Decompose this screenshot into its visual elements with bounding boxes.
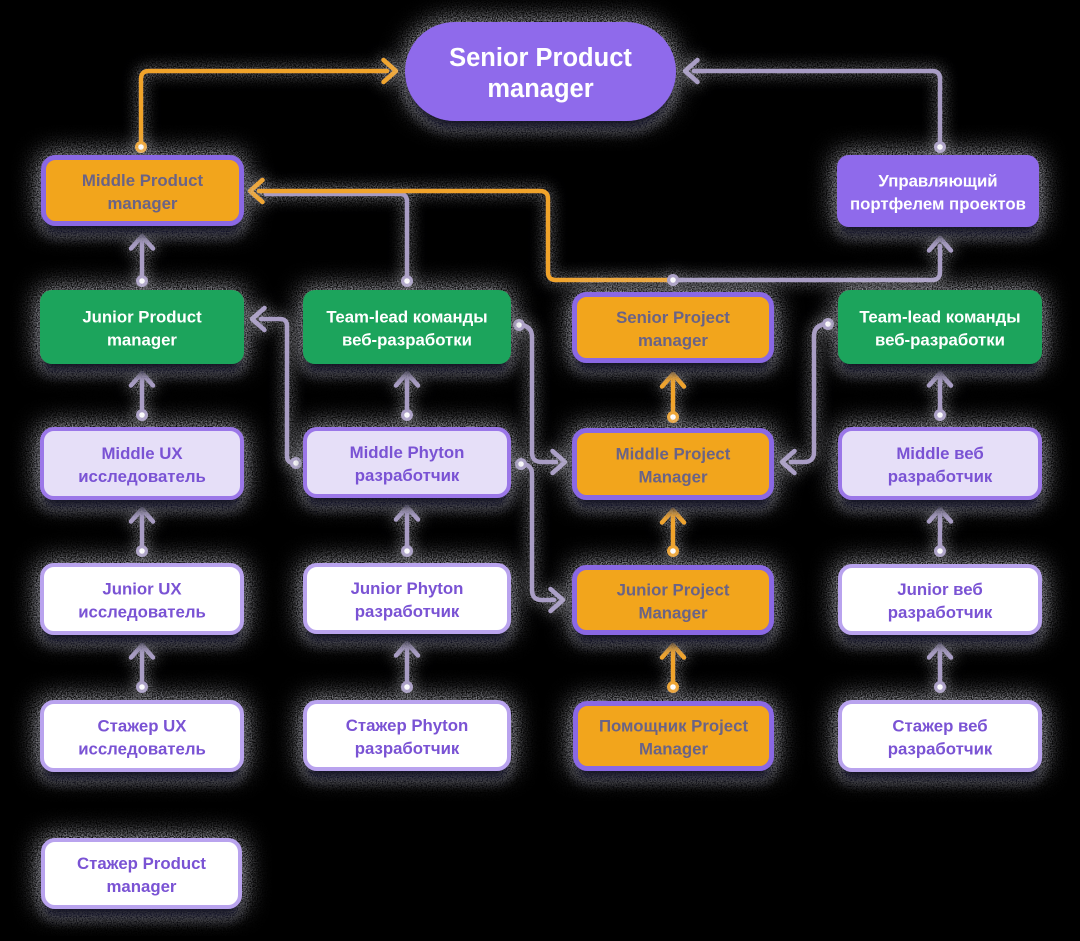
svg-text:Team-lead команды: Team-lead команды	[859, 308, 1020, 327]
svg-text:Стажер Phyton: Стажер Phyton	[346, 716, 468, 735]
svg-text:Управляющий: Управляющий	[878, 172, 997, 191]
svg-text:разработчик: разработчик	[888, 740, 993, 759]
svg-text:разработчик: разработчик	[888, 603, 993, 622]
svg-text:Junior Product: Junior Product	[82, 308, 202, 327]
svg-text:Стажер Product: Стажер Product	[77, 854, 206, 873]
svg-text:Middle Phyton: Middle Phyton	[350, 443, 465, 462]
svg-text:Junior UX: Junior UX	[102, 580, 182, 599]
svg-text:Team-lead команды: Team-lead команды	[326, 308, 487, 327]
svg-text:исследователь: исследователь	[78, 603, 206, 622]
svg-text:manager: manager	[108, 194, 178, 213]
svg-text:разработчик: разработчик	[355, 466, 460, 485]
svg-text:Junior Phyton: Junior Phyton	[351, 579, 464, 598]
svg-text:Middle Project: Middle Project	[616, 445, 731, 464]
svg-text:Middle UX: Middle UX	[101, 444, 183, 463]
svg-text:Помощник Project: Помощник Project	[599, 717, 749, 736]
svg-text:Manager: Manager	[638, 468, 707, 487]
svg-text:manager: manager	[107, 877, 177, 896]
svg-text:Manager: Manager	[638, 604, 707, 623]
svg-text:исследователь: исследователь	[78, 467, 206, 486]
svg-text:manager: manager	[638, 331, 708, 350]
svg-text:портфелем проектов: портфелем проектов	[850, 195, 1026, 214]
svg-text:Manager: Manager	[639, 740, 708, 759]
svg-text:Junior веб: Junior веб	[897, 580, 983, 599]
svg-text:Middle веб: Middle веб	[896, 444, 983, 463]
svg-text:Junior Project: Junior Project	[617, 581, 730, 600]
svg-text:Стажер UX: Стажер UX	[98, 717, 188, 736]
svg-text:Senior Product: Senior Product	[449, 44, 632, 72]
svg-text:веб-разработки: веб-разработки	[875, 331, 1005, 350]
svg-text:веб-разработки: веб-разработки	[342, 331, 472, 350]
svg-text:Стажер веб: Стажер веб	[892, 717, 987, 736]
svg-text:manager: manager	[107, 331, 177, 350]
svg-text:разработчик: разработчик	[355, 602, 460, 621]
svg-text:исследователь: исследователь	[78, 740, 206, 759]
svg-text:разработчик: разработчик	[355, 739, 460, 758]
svg-text:manager: manager	[487, 75, 593, 103]
svg-text:Middle Product: Middle Product	[82, 171, 204, 190]
svg-text:Senior Project: Senior Project	[616, 308, 730, 327]
svg-text:разработчик: разработчик	[888, 467, 993, 486]
